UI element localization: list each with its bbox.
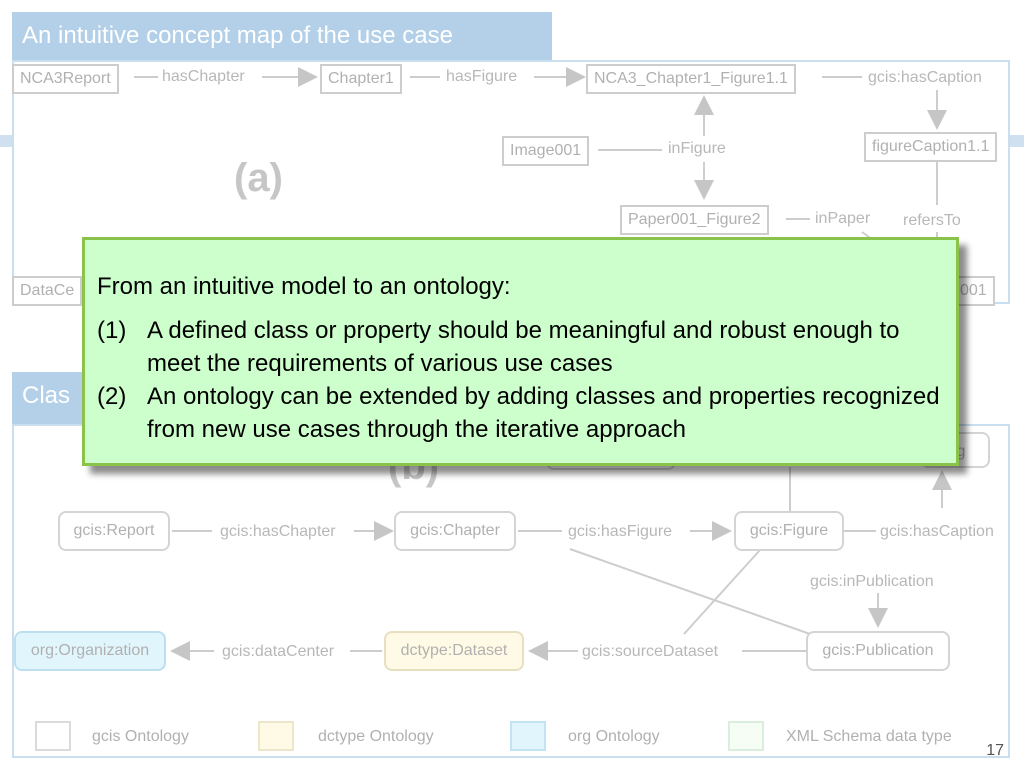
callout-item-text: An ontology can be extended by adding cl… [147,383,940,443]
legend-swatch-gcis [35,721,71,751]
edge-gcis-in-publication-label: gcis:inPublication [810,573,934,590]
node-datacenter: DataCe [12,276,83,306]
legend-swatch-org [510,721,546,751]
edge-gcis-source-dataset-label: gcis:sourceDataset [582,643,719,660]
legend-label-dctype: dctype Ontology [318,728,434,745]
edge-in-figure-label: inFigure [668,140,726,157]
legend-swatch-dctype [258,721,294,751]
callout-heading: From an intuitive model to an ontology: [97,273,511,300]
edge-has-caption-label: gcis:hasCaption [868,69,982,86]
node-chapter1: Chapter1 [320,64,402,94]
legend-label-gcis: gcis Ontology [92,728,189,745]
callout-item: (2) An ontology can be extended by addin… [97,380,956,446]
edge-has-chapter-label: hasChapter [162,68,245,85]
diagram-a-label: (a) [234,156,283,200]
edge-gcis-has-figure-label: gcis:hasFigure [568,523,673,540]
legend-label-xml: XML Schema data type [786,728,952,745]
callout-item: (1) A defined class or property should b… [97,314,956,380]
node-dctype-dataset: dctype:Dataset [384,631,524,671]
node-paper-figure: Paper001_Figure2 [620,205,769,235]
legend-swatch-xml [728,721,764,751]
callout-item-text: A defined class or property should be me… [147,317,900,377]
node-gcis-chapter: gcis:Chapter [394,511,516,551]
node-image001: Image001 [502,136,590,166]
node-org-organization: org:Organization [14,631,166,671]
edge-gcis-has-caption-label: gcis:hasCaption [880,523,994,540]
callout-item-number: (2) [97,383,127,410]
edge-gcis-has-chapter-label: gcis:hasChapter [220,523,336,540]
node-figure: NCA3_Chapter1_Figure1.1 [586,64,796,94]
callout-item-number: (1) [97,317,127,344]
callout-box: From an intuitive model to an ontology: … [82,237,959,466]
node-gcis-figure: gcis:Figure [734,511,844,551]
page-number: 17 [986,742,1004,759]
node-figure-caption: figureCaption1.1 [864,132,998,162]
section-title-a: An intuitive concept map of the use case [12,12,552,60]
edge-has-figure-label: hasFigure [446,68,518,85]
header-band [0,135,1024,147]
legend-label-org: org Ontology [568,728,660,745]
edge-in-paper-label: inPaper [815,210,871,227]
edge-refers-to-label: refersTo [903,212,961,229]
diagram-b-panel [12,424,1010,758]
node-nca3report: NCA3Report [12,64,119,94]
node-gcis-publication: gcis:Publication [806,631,950,671]
node-gcis-report: gcis:Report [58,511,170,551]
edge-gcis-data-center-label: gcis:dataCenter [222,643,335,660]
